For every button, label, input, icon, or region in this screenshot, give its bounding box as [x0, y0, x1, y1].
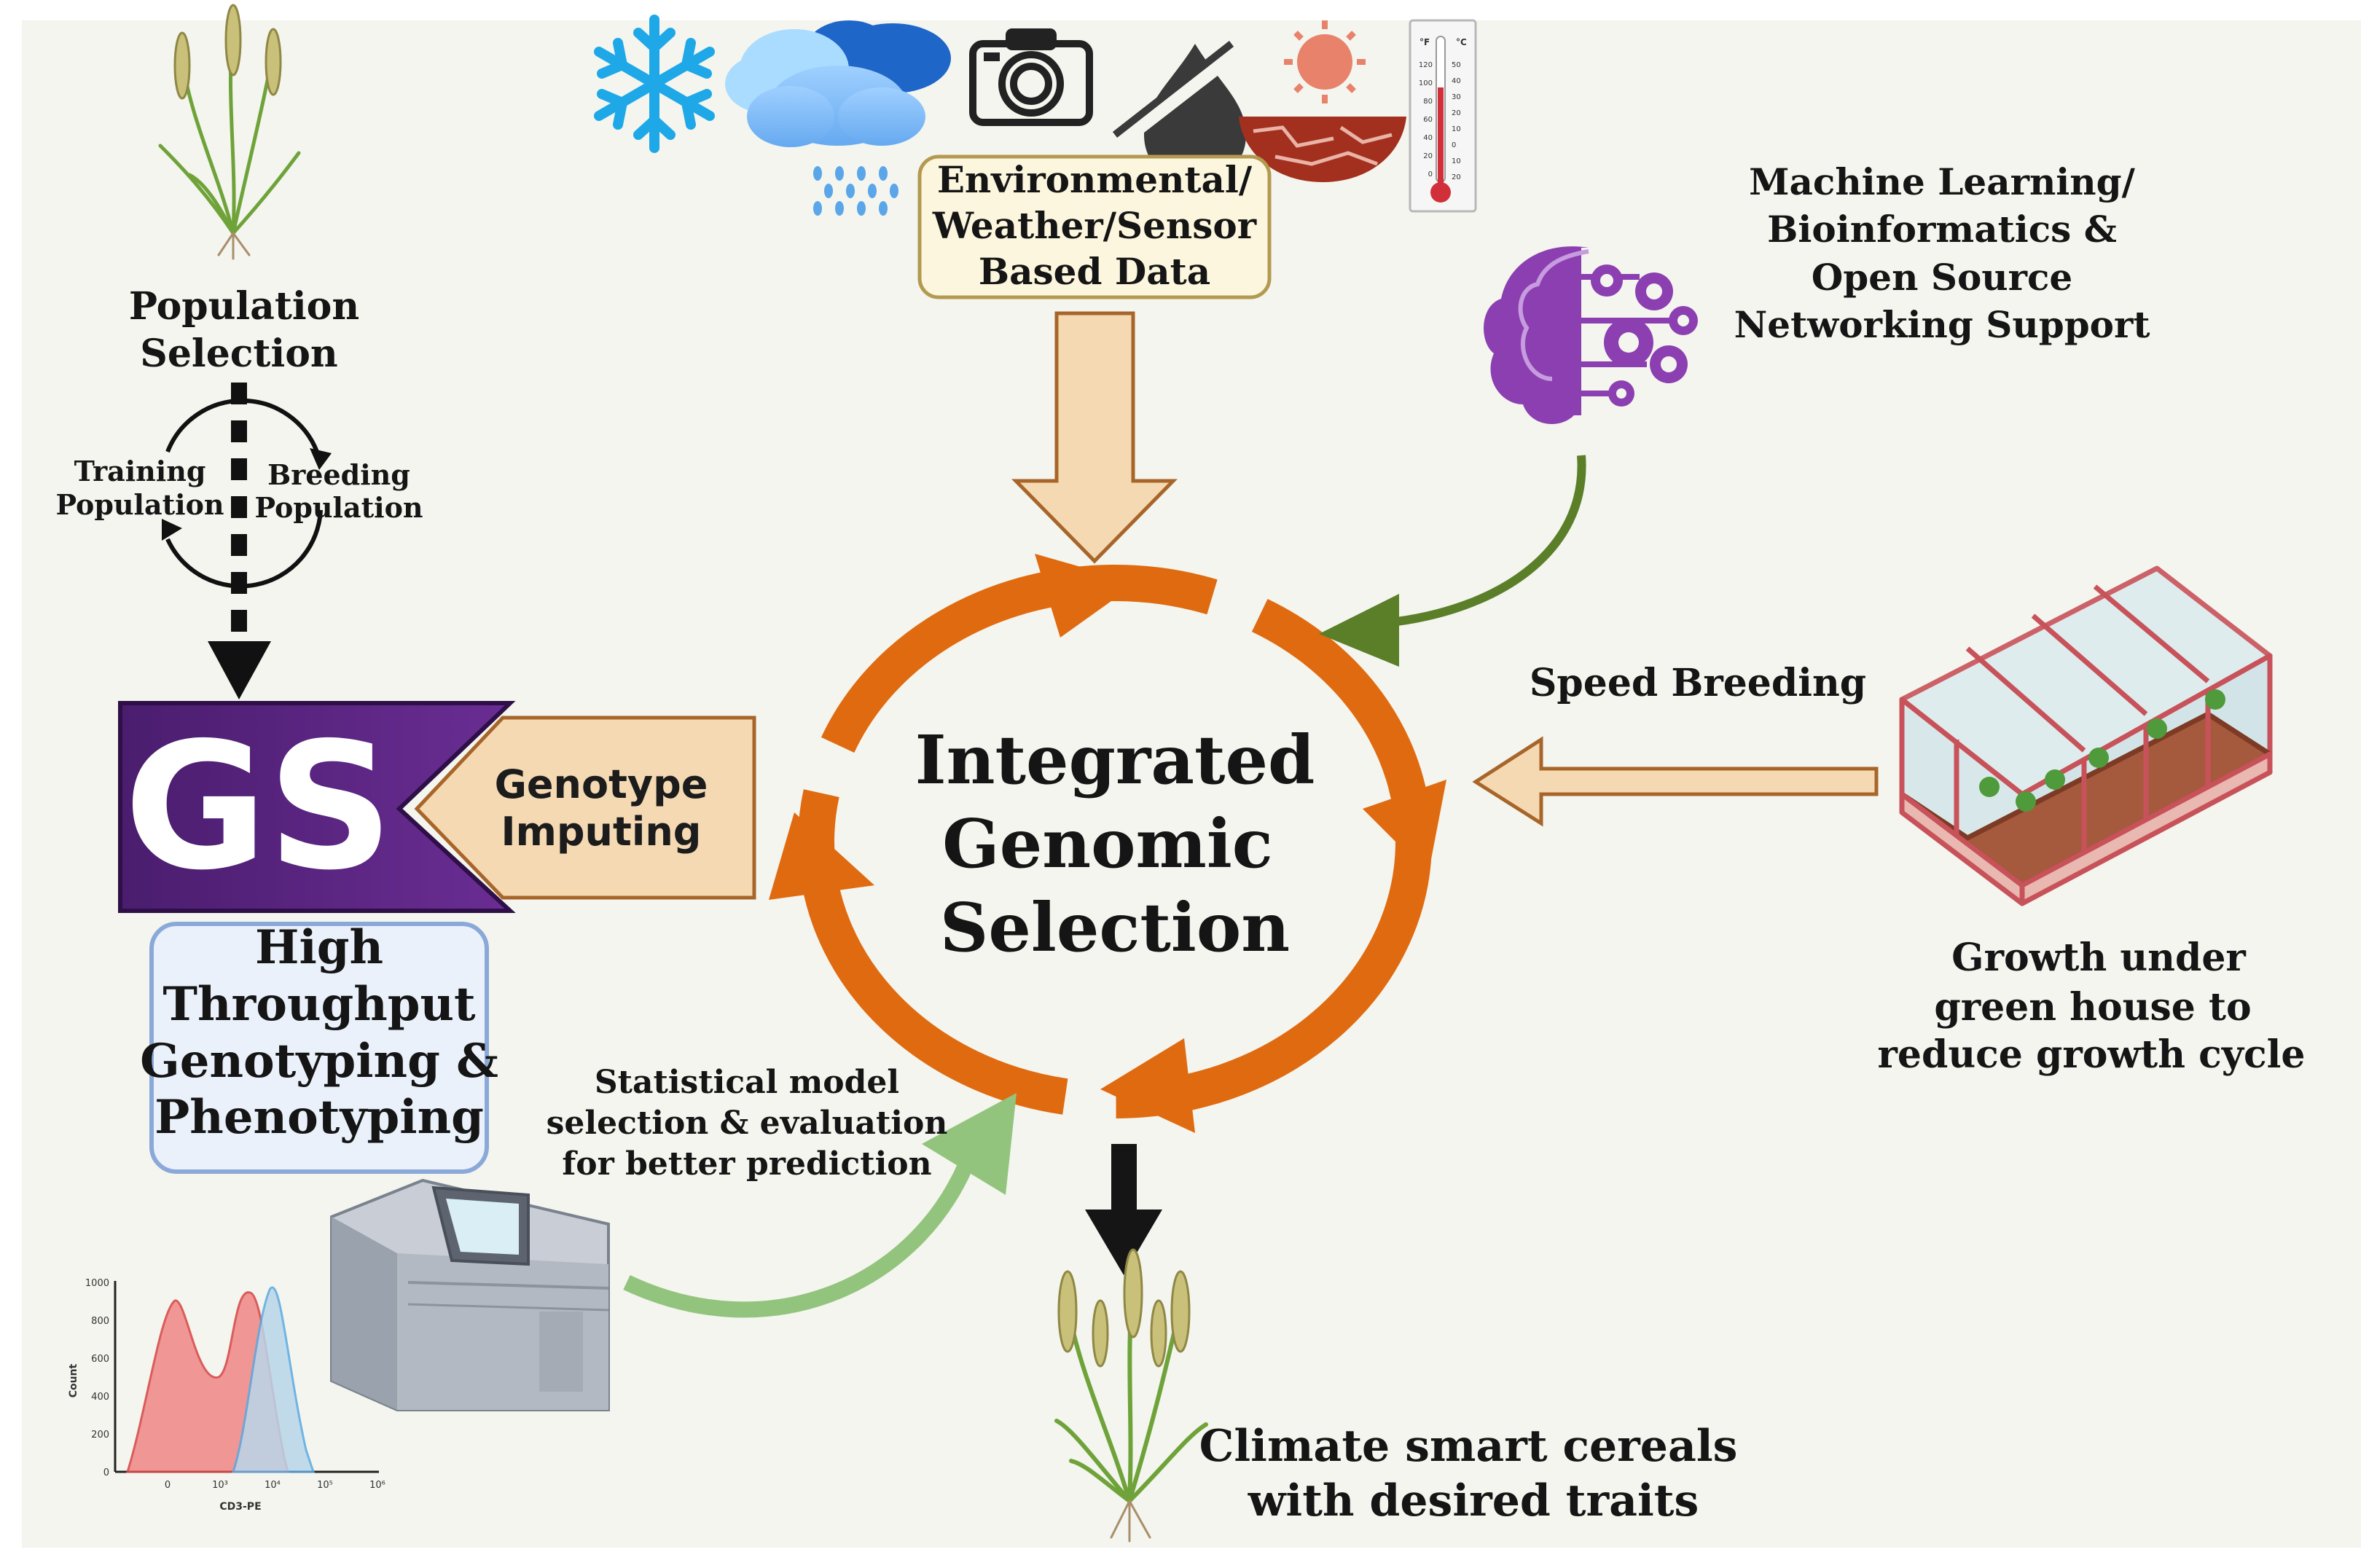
- stat-arrowhead: [922, 1093, 1017, 1195]
- histogram-x-tick: 10⁴: [265, 1480, 281, 1491]
- center-title-line-2: Genomic: [942, 804, 1273, 883]
- htp-line-2: Throughput: [162, 977, 476, 1032]
- thermo-f-tick: 60: [1423, 116, 1433, 124]
- drought-sun-icon: [1239, 20, 1406, 182]
- histogram-blue-peak: [231, 1286, 316, 1473]
- thermo-f-tick: 20: [1423, 152, 1433, 160]
- genotype-line-2: Imputing: [501, 809, 702, 855]
- outcome-line-1: Climate smart cereals: [1199, 1421, 1738, 1472]
- htp-line-3: Genotyping &: [140, 1034, 498, 1089]
- environment-box: [917, 154, 1272, 299]
- integrated-cycle: [769, 554, 1446, 1133]
- center-title-line-3: Selection: [940, 888, 1290, 967]
- ml-line-3: Open Source: [1812, 256, 2073, 299]
- thermo-c-tick: 10: [1452, 157, 1461, 165]
- stat-curved-arrow: [623, 1162, 974, 1318]
- center-title-line-1: Integrated: [915, 721, 1315, 799]
- sequencer-machine-icon: [330, 1178, 610, 1411]
- thermo-f-label: °F: [1419, 37, 1430, 47]
- greenhouse-line-3: reduce growth cycle: [1877, 1032, 2305, 1077]
- wheat-plant-icon-top: [158, 4, 301, 260]
- thermo-f-tick: 120: [1419, 61, 1433, 69]
- snowflake-icon: [594, 15, 715, 153]
- environment-line-2: Weather/Sensor: [932, 204, 1257, 247]
- thermo-c-tick: 50: [1452, 61, 1461, 69]
- rain-cloud-icon: [725, 20, 951, 216]
- ml-arrowhead: [1319, 594, 1399, 667]
- wheat-plant-icon-bottom: [1054, 1248, 1208, 1542]
- cycle-arrowhead-right: [1363, 780, 1446, 874]
- histogram-x-tick: 10³: [212, 1480, 228, 1491]
- histogram-y-tick: 800: [91, 1316, 109, 1327]
- ml-line-2: Bioinformatics &: [1767, 208, 2117, 251]
- cycle-arrowhead-left: [769, 812, 874, 900]
- genotype-line-1: Genotype: [495, 761, 708, 807]
- thermo-c-tick: 0: [1452, 141, 1456, 149]
- histogram-y-tick: 200: [91, 1430, 109, 1440]
- speed-breeding-arrow: [1472, 736, 1879, 827]
- population-title-line-2: Selection: [140, 332, 337, 376]
- htp-box: [149, 922, 489, 1174]
- statistical-line-1: Statistical model: [595, 1064, 899, 1101]
- ml-line-4: Networking Support: [1734, 303, 2150, 346]
- cycle-arrowhead-top: [1035, 554, 1137, 638]
- training-line-1: Training: [74, 455, 206, 487]
- thermo-c-tick: 30: [1452, 93, 1461, 101]
- histogram-y-ticks: 1000 800 600 400 200 0: [85, 1278, 109, 1478]
- thermo-c-tick: 40: [1452, 77, 1461, 85]
- environment-down-arrow: [1011, 311, 1178, 564]
- thermo-c-label: °C: [1456, 37, 1467, 47]
- ml-line-1: Machine Learning/: [1749, 160, 2135, 203]
- histogram-x-tick: 10⁵: [317, 1480, 333, 1491]
- histogram-ylabel: Count: [68, 1363, 79, 1398]
- genotype-imputing-box: [414, 716, 756, 900]
- breeding-line-2: Population: [254, 491, 423, 524]
- greenhouse-icon: [1899, 565, 2273, 906]
- thermo-c-tick: 10: [1452, 125, 1461, 133]
- histogram-y-tick: 0: [103, 1467, 109, 1478]
- flow-histogram: 1000 800 600 400 200 0 0 10³ 10⁴ 10⁵ 10⁶ Count CD…: [68, 1278, 385, 1513]
- population-title-line-1: Population: [129, 284, 359, 329]
- greenhouse-line-2: green house to: [1934, 985, 2251, 1030]
- histogram-x-ticks: 0 10³ 10⁴ 10⁵ 10⁶: [165, 1480, 385, 1491]
- outcome-line-2: with desired traits: [1248, 1475, 1699, 1526]
- histogram-y-tick: 600: [91, 1354, 109, 1365]
- thermo-f-tick: 100: [1419, 79, 1433, 87]
- breeding-line-1: Breeding: [267, 458, 410, 491]
- histogram-x-tick: 10⁶: [369, 1480, 385, 1491]
- environment-line-3: Based Data: [979, 250, 1210, 293]
- brain-gears-icon: [1484, 246, 1698, 424]
- cycle-arrowhead-bottom: [1100, 1038, 1195, 1133]
- histogram-xlabel: CD3-PE: [219, 1501, 261, 1513]
- population-down-arrowhead: [208, 641, 271, 699]
- htp-line-4: Phenotyping: [154, 1090, 484, 1145]
- speed-breeding-label: Speed Breeding: [1530, 661, 1866, 705]
- greenhouse-line-1: Growth under: [1951, 936, 2246, 980]
- htp-line-1: High: [255, 920, 383, 975]
- training-line-2: Population: [55, 488, 224, 521]
- camera-icon: [969, 28, 1093, 126]
- thermo-f-tick: 40: [1423, 134, 1433, 142]
- gs-label: GS: [124, 705, 393, 909]
- thermo-f-tick: 80: [1423, 98, 1433, 106]
- outcome-down-arrow: [1085, 1144, 1162, 1275]
- histogram-x-tick: 0: [165, 1480, 171, 1491]
- thermo-c-tick: 20: [1452, 173, 1461, 181]
- no-water-icon: [1112, 41, 1246, 181]
- statistical-line-2: selection & evaluation: [547, 1105, 948, 1142]
- thermo-c-tick: 20: [1452, 109, 1461, 117]
- environment-line-1: Environmental/: [937, 158, 1253, 201]
- thermo-f-scale: 120 100 80 60 40 20 0: [1419, 61, 1433, 179]
- ml-curved-arrow: [1384, 455, 1586, 627]
- gs-block: [118, 701, 516, 913]
- histogram-y-tick: 400: [91, 1392, 109, 1403]
- thermo-c-scale: 50 40 30 20 10 0 10 20: [1452, 61, 1461, 181]
- thermo-f-tick: 0: [1428, 170, 1433, 179]
- statistical-line-3: for better prediction: [562, 1145, 931, 1183]
- histogram-y-tick: 1000: [85, 1278, 109, 1289]
